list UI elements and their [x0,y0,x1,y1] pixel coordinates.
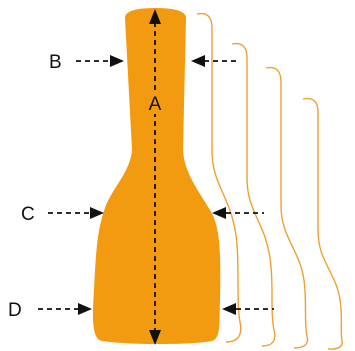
label-a-backdrop [145,92,165,114]
dimension-d-arrows [38,303,274,315]
label-c: C [21,204,35,225]
label-b: B [49,52,62,73]
orange-shape [92,8,221,344]
outline-curve-4 [302,97,343,350]
dimension-c-arrows [48,207,264,219]
label-a: A [149,94,162,115]
outline-curve-3 [265,66,309,349]
outline-curve-1 [196,12,242,343]
outline-curve-2 [231,42,276,347]
dimension-a-arrow [149,9,161,345]
label-d: D [8,300,22,321]
outline-group [196,12,343,350]
dimension-b-arrows [76,55,240,67]
